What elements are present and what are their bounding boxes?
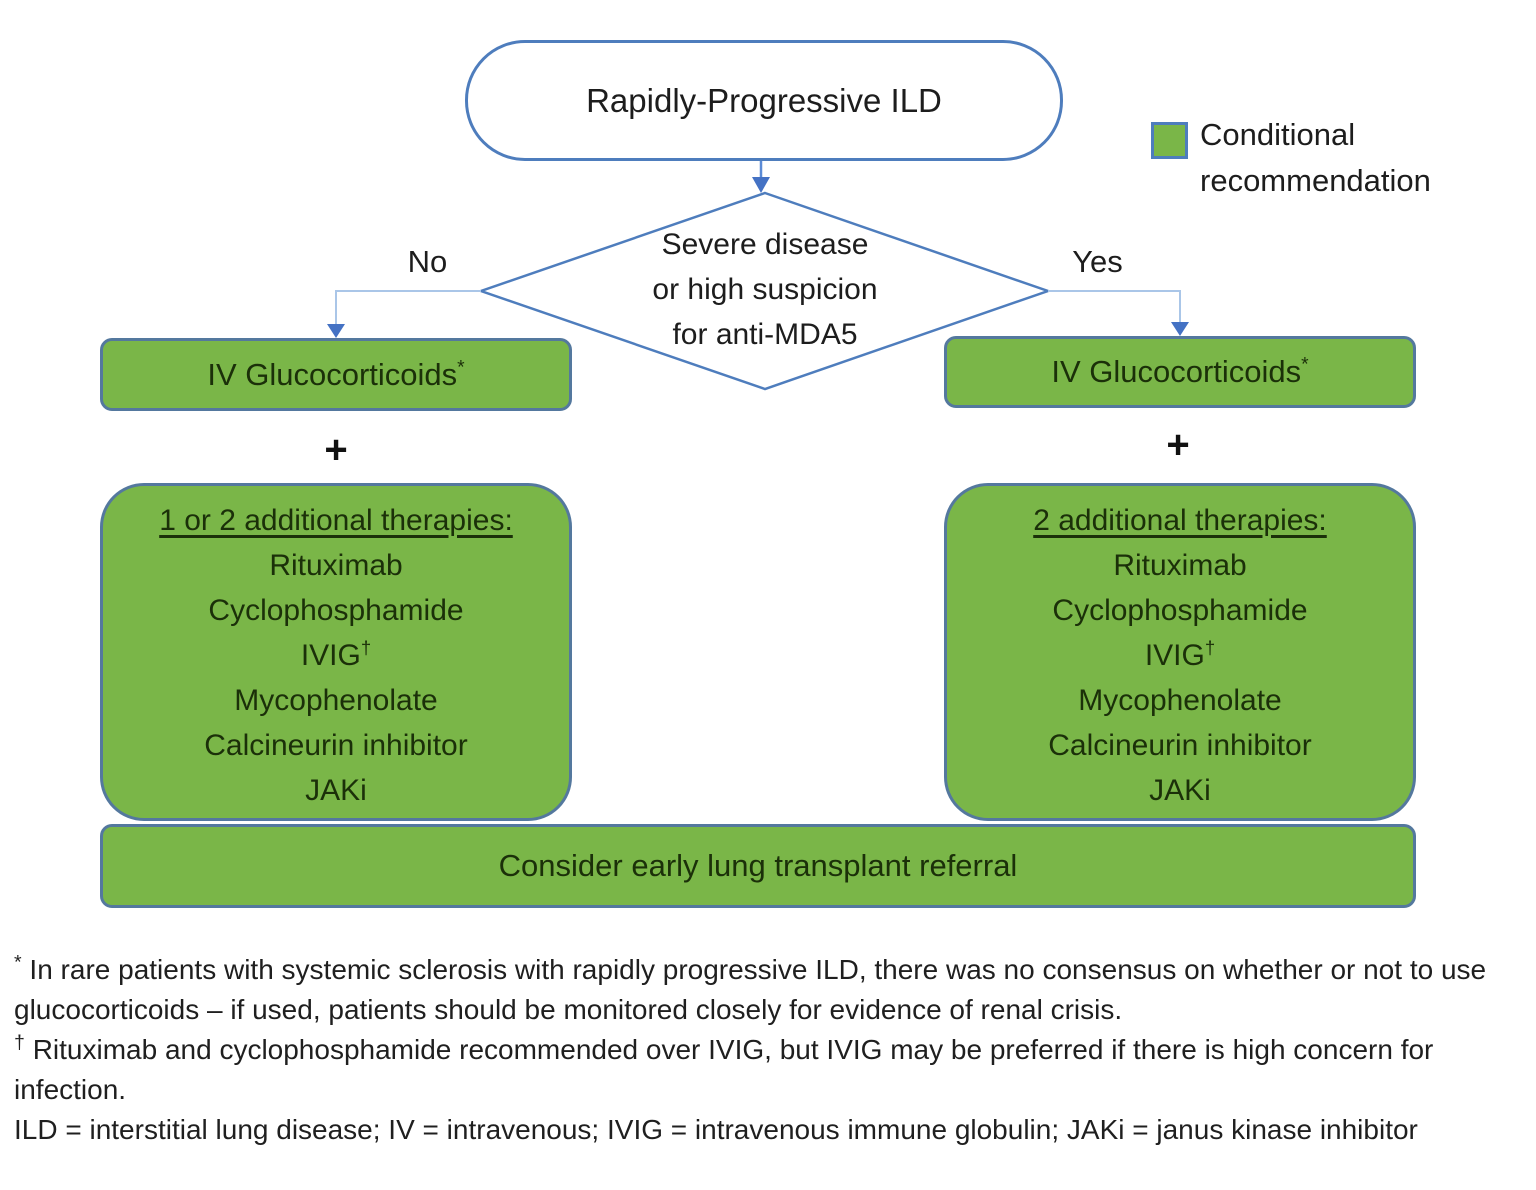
asterisk-marker: *	[14, 951, 22, 974]
lung-transplant-node: Consider early lung transplant referral	[100, 824, 1416, 908]
therapy-item: Calcineurin inhibitor	[1048, 729, 1312, 762]
yes-branch-arrowhead-icon	[1171, 322, 1189, 336]
footnote-abbreviations: ILD = interstitial lung disease; IV = in…	[14, 1114, 1418, 1145]
left-therapies-node: 1 or 2 additional therapies: Rituximab C…	[100, 483, 572, 821]
start-node: Rapidly-Progressive ILD	[465, 40, 1063, 161]
therapy-item: JAKi	[305, 774, 367, 807]
left-glucocorticoids-node: IV Glucocorticoids*	[100, 338, 572, 411]
right-therapies-node: 2 additional therapies: Rituximab Cyclop…	[944, 483, 1416, 821]
therapy-item: Cyclophosphamide	[1052, 594, 1308, 627]
no-branch-line	[335, 290, 481, 326]
branch-label-yes: Yes	[1072, 244, 1123, 279]
therapy-item: IVIG†	[300, 637, 372, 672]
decision-line2: or high suspicion	[652, 273, 878, 306]
legend-green-swatch-icon	[1151, 122, 1188, 159]
right-plus-sign: +	[1166, 423, 1190, 467]
lung-transplant-label: Consider early lung transplant referral	[498, 848, 1018, 883]
no-branch-arrowhead-icon	[327, 324, 345, 338]
therapy-item: Calcineurin inhibitor	[204, 729, 468, 762]
left-plus-sign: +	[324, 428, 348, 472]
footnotes: * In rare patients with systemic scleros…	[14, 950, 1518, 1150]
footnote-dagger: † Rituximab and cyclophosphamide recomme…	[14, 1031, 1434, 1105]
yes-branch-line	[1048, 290, 1181, 324]
therapy-item: Mycophenolate	[234, 684, 438, 717]
start-to-decision-arrowhead-icon	[752, 177, 770, 193]
right-therapies-title: 2 additional therapies:	[1033, 504, 1327, 537]
therapy-item: Rituximab	[1113, 549, 1247, 582]
right-glucocorticoids-label: IV Glucocorticoids*	[1051, 354, 1309, 389]
left-therapies-title: 1 or 2 additional therapies:	[159, 504, 513, 537]
therapy-item: Mycophenolate	[1078, 684, 1282, 717]
decision-line1: Severe disease	[661, 228, 869, 261]
therapy-item: JAKi	[1149, 774, 1211, 807]
left-glucocorticoids-label: IV Glucocorticoids*	[207, 356, 465, 392]
therapy-item: Rituximab	[269, 549, 403, 582]
branch-label-no: No	[407, 244, 448, 279]
decision-node-label: Severe disease or high suspicion for ant…	[575, 222, 955, 357]
asterisk-sup: *	[457, 357, 465, 379]
start-node-label: Rapidly-Progressive ILD	[586, 81, 942, 119]
footnote-asterisk: * In rare patients with systemic scleros…	[14, 951, 1487, 1025]
right-glucocorticoids-node: IV Glucocorticoids*	[944, 336, 1416, 408]
dagger-sup: †	[1204, 637, 1216, 658]
legend: Conditional recommendation	[1200, 112, 1520, 204]
legend-label-line2: recommendation	[1200, 163, 1431, 198]
asterisk-sup: *	[1301, 354, 1309, 376]
decision-diamond	[477, 191, 1052, 391]
dagger-sup: †	[360, 637, 372, 658]
decision-line3: for anti-MDA5	[672, 318, 858, 351]
dagger-marker: †	[14, 1031, 25, 1054]
legend-label-line1: Conditional	[1200, 117, 1356, 152]
therapy-item: IVIG†	[1144, 637, 1216, 672]
therapy-item: Cyclophosphamide	[208, 594, 464, 627]
